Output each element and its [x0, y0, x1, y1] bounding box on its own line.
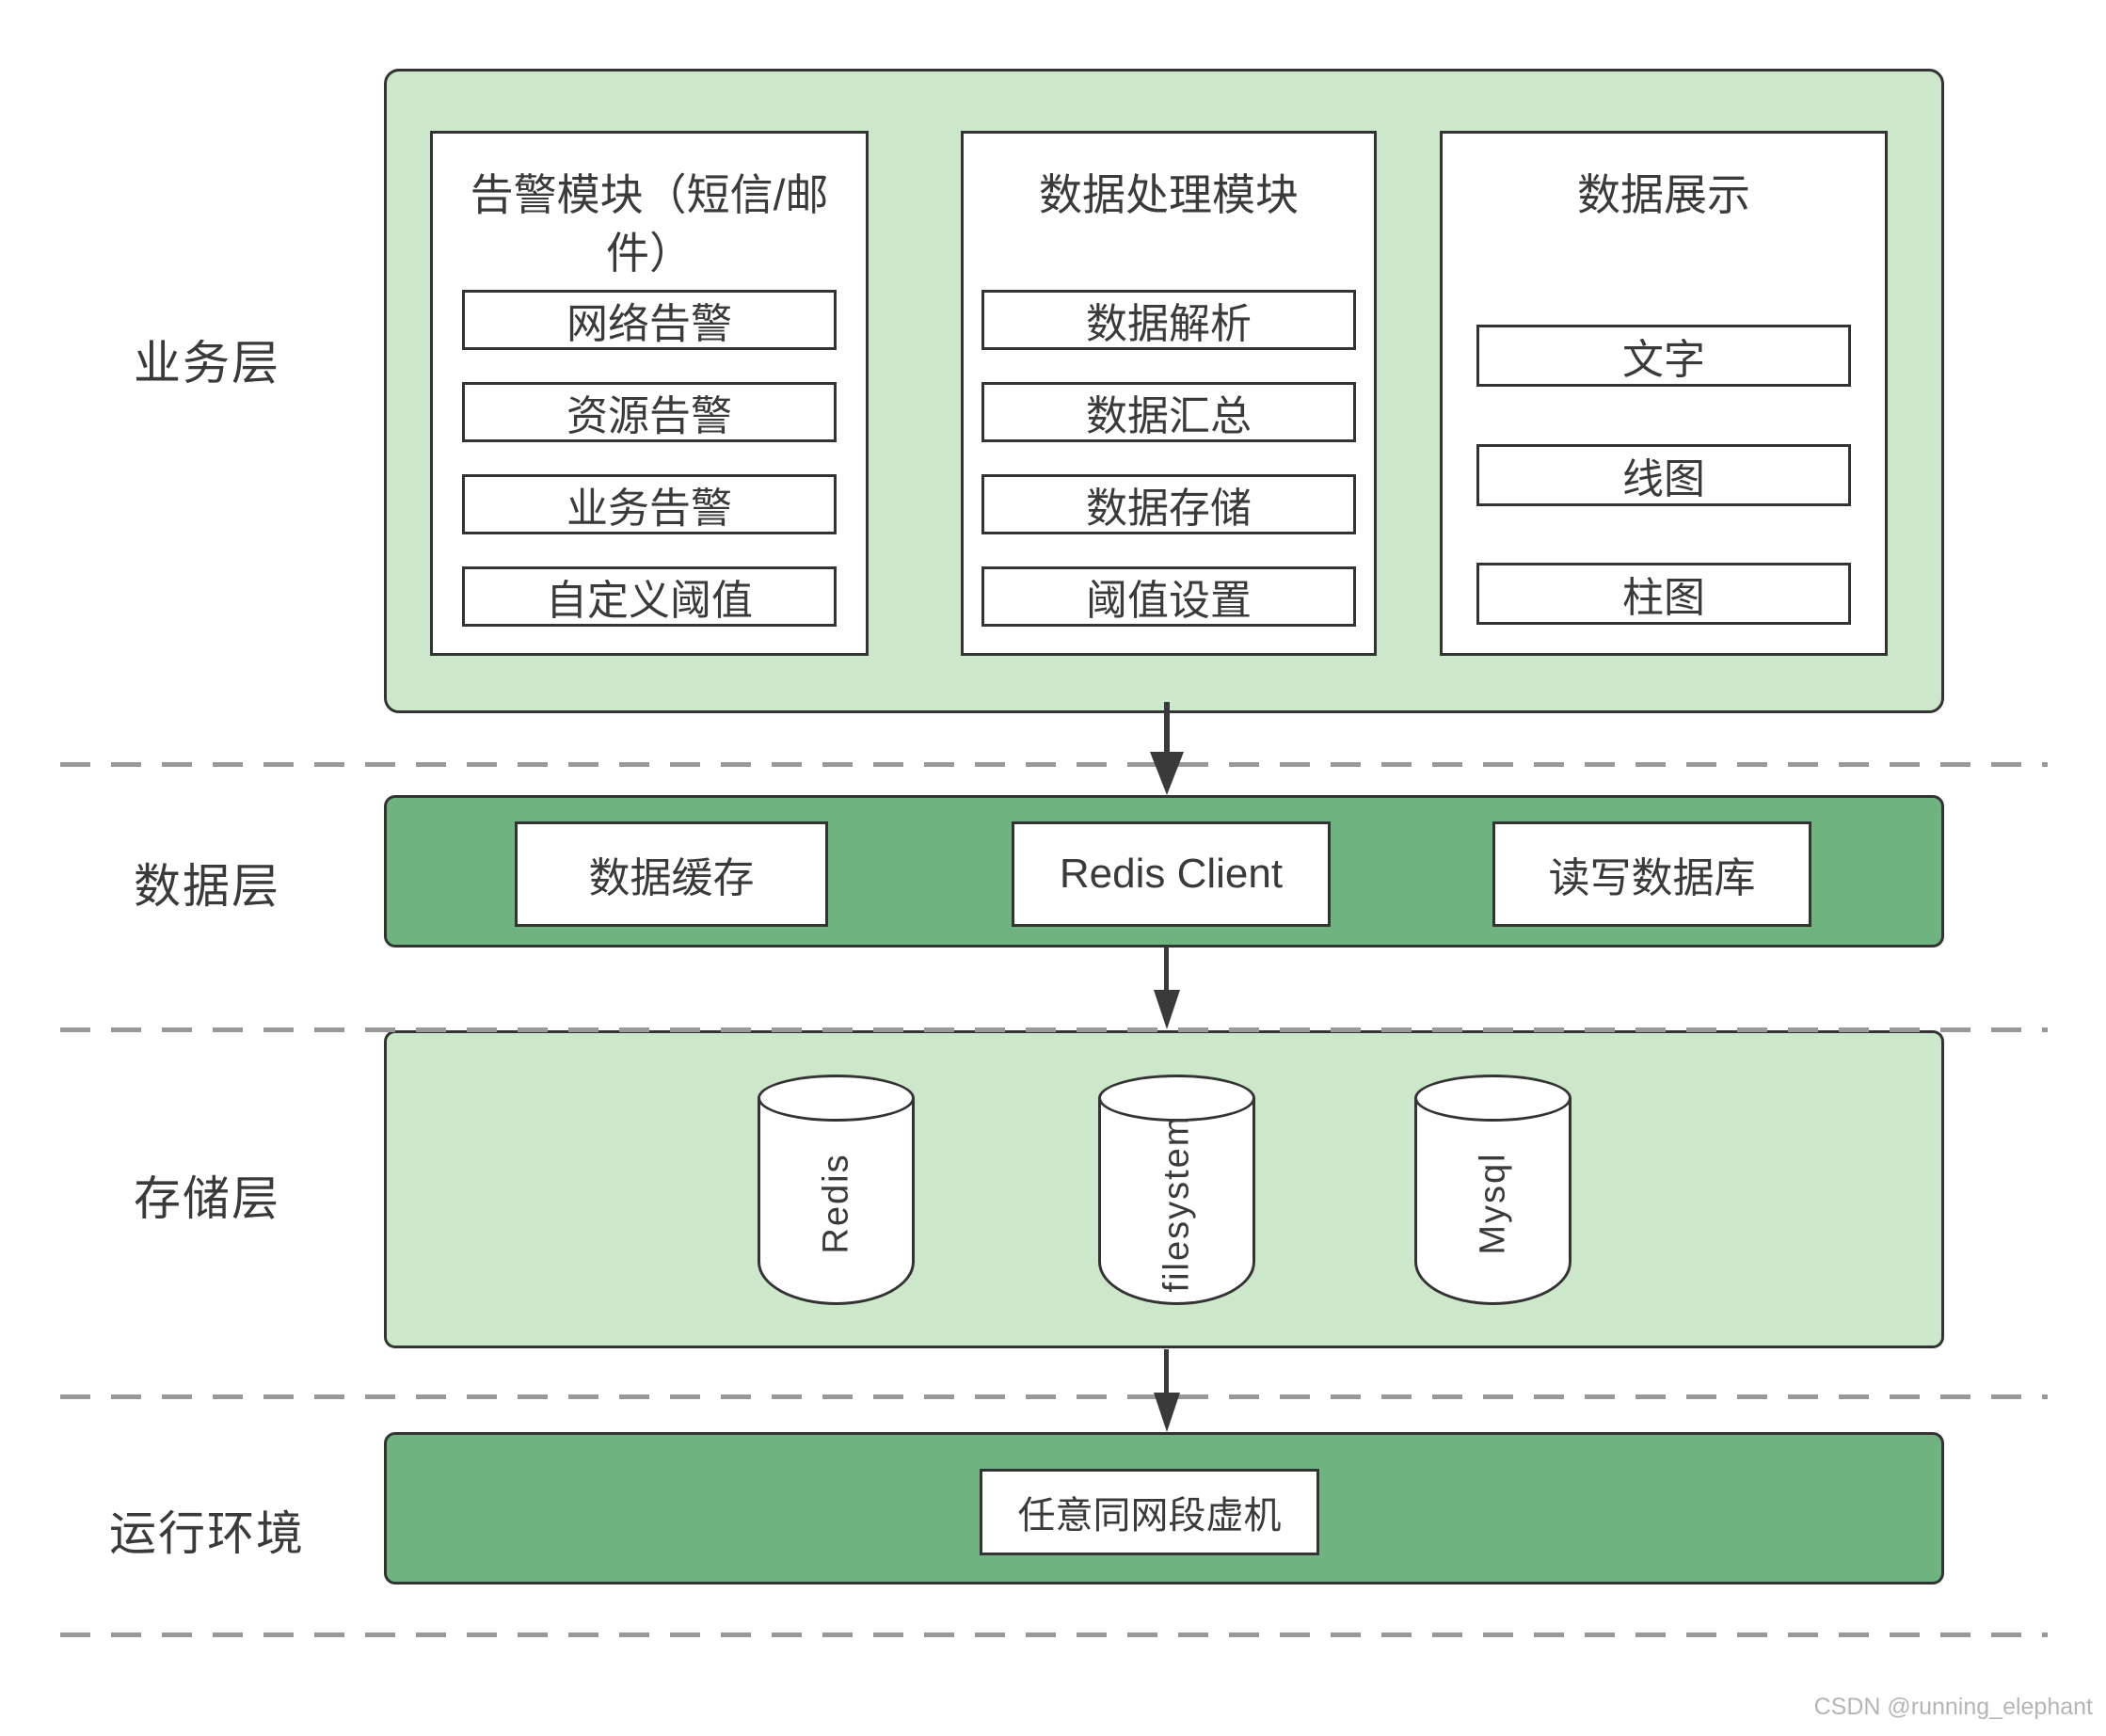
filesystem-cylinder-label: filesystem [1157, 1114, 1196, 1293]
separator-data-storage [60, 1027, 2048, 1032]
arrow-data-to-storage [1150, 947, 1184, 1029]
runtime-layer-bar: 任意同网段虚机 [384, 1432, 1944, 1585]
filesystem-cylinder: filesystem [1098, 1075, 1255, 1305]
box-data-cache: 数据缓存 [515, 821, 828, 927]
item-custom-threshold: 自定义阈值 [462, 566, 837, 627]
item-business-alert: 业务告警 [462, 474, 837, 534]
redis-cylinder-label: Redis [816, 1153, 855, 1254]
arrow-head-icon [1150, 752, 1184, 795]
cylinder-top-ellipse [1414, 1075, 1572, 1122]
arrow-shaft [1164, 947, 1169, 990]
mysql-cylinder-label: Mysql [1473, 1152, 1512, 1255]
module-data-processing-title: 数据处理模块 [1039, 170, 1299, 219]
item-line-chart: 线图 [1476, 444, 1851, 506]
module-data-display-title: 数据展示 [1577, 170, 1750, 219]
cylinder-body [1414, 1098, 1572, 1305]
item-data-parse: 数据解析 [981, 290, 1356, 350]
separator-business-data [60, 762, 2048, 767]
watermark: CSDN @running_elephant [1813, 1694, 2093, 1720]
module-alert-title: 告警模块（短信/邮件） [470, 170, 829, 278]
layer-label-runtime: 运行环境 [109, 1507, 305, 1560]
item-bar-chart: 柱图 [1476, 563, 1851, 625]
arrow-head-icon [1154, 990, 1180, 1029]
cylinder-body [1098, 1098, 1255, 1305]
box-read-write-db: 读写数据库 [1492, 821, 1811, 927]
box-redis-client: Redis Client [1012, 821, 1331, 927]
item-threshold-setting: 阈值设置 [981, 566, 1356, 627]
arrow-head-icon [1154, 1393, 1180, 1432]
module-data-processing: 数据处理模块 数据解析 数据汇总 数据存储 阈值设置 [961, 131, 1377, 656]
item-text-display: 文字 [1476, 325, 1851, 387]
separator-bottom [60, 1632, 2048, 1637]
storage-layer-container: Redis filesystem Mysql [384, 1030, 1944, 1348]
redis-cylinder: Redis [758, 1075, 915, 1305]
arrow-shaft [1164, 702, 1170, 752]
cylinder-body [758, 1098, 915, 1305]
arrow-business-to-data [1150, 702, 1184, 795]
box-any-subnet-vm: 任意同网段虚机 [980, 1469, 1319, 1555]
layer-label-data: 数据层 [134, 860, 280, 913]
separator-storage-runtime [60, 1394, 2048, 1399]
cylinder-top-ellipse [758, 1075, 915, 1122]
layer-label-storage: 存储层 [134, 1172, 280, 1225]
item-network-alert: 网络告警 [462, 290, 837, 350]
item-data-store: 数据存储 [981, 474, 1356, 534]
item-data-aggregate: 数据汇总 [981, 382, 1356, 442]
module-alert: 告警模块（短信/邮件） 网络告警 资源告警 业务告警 自定义阈值 [430, 131, 869, 656]
item-resource-alert: 资源告警 [462, 382, 837, 442]
mysql-cylinder: Mysql [1414, 1075, 1572, 1305]
business-layer-container: 告警模块（短信/邮件） 网络告警 资源告警 业务告警 自定义阈值 数据处理模块 … [384, 69, 1944, 713]
cylinder-top-ellipse [1098, 1075, 1255, 1122]
arrow-shaft [1164, 1349, 1169, 1393]
module-data-display: 数据展示 文字 线图 柱图 [1440, 131, 1888, 656]
data-layer-bar: 数据缓存 Redis Client 读写数据库 [384, 795, 1944, 948]
layer-label-business: 业务层 [134, 337, 280, 390]
arrow-storage-to-runtime [1150, 1349, 1184, 1432]
